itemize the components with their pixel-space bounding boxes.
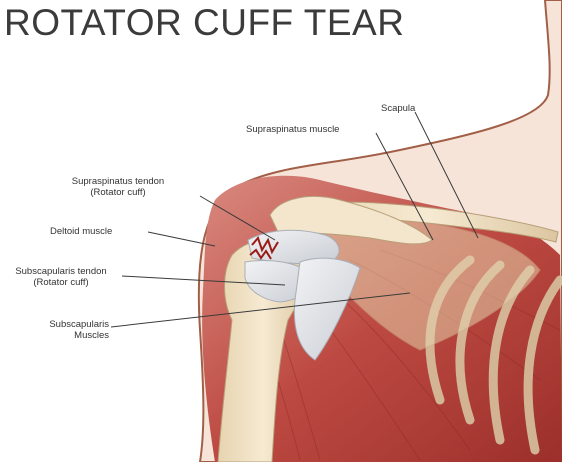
label-subscapularis-tendon: Subscapularis tendon (Rotator cuff) bbox=[0, 266, 122, 288]
label-supraspinatus-muscle: Supraspinatus muscle bbox=[246, 124, 339, 135]
label-scapula: Scapula bbox=[381, 103, 415, 114]
label-deltoid-muscle: Deltoid muscle bbox=[50, 226, 112, 237]
label-subscapularis-muscles: Subscapularis Muscles bbox=[20, 319, 109, 341]
label-supraspinatus-tendon: Supraspinatus tendon (Rotator cuff) bbox=[38, 176, 198, 198]
